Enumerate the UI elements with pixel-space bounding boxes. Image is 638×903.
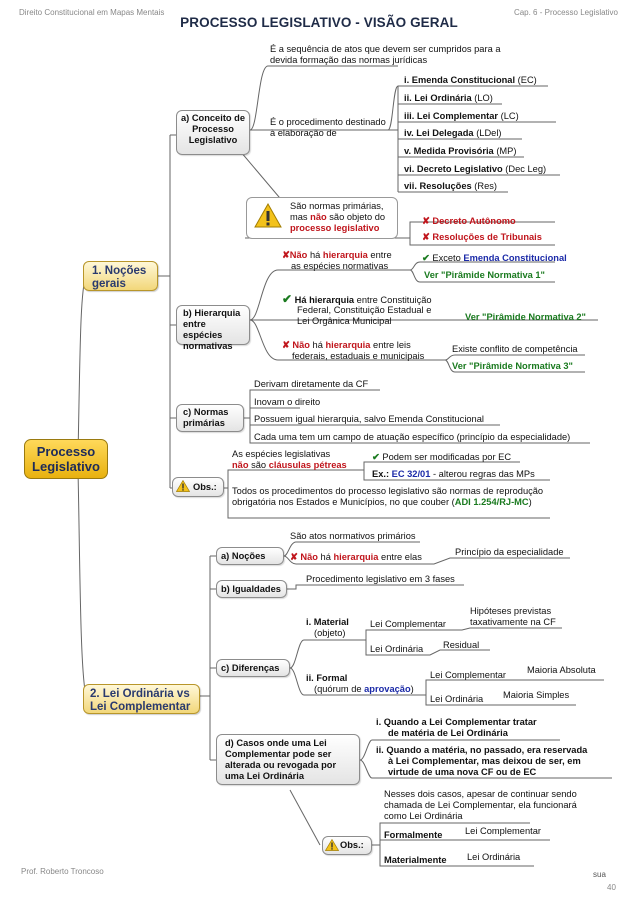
concept-definition-1: É a sequência de atos que devem ser cump… <box>270 44 501 65</box>
case-2b: à Lei Complementar, mas deixou de ser, e… <box>388 756 581 766</box>
cross-icon: ✘ <box>422 232 430 242</box>
formally-label: Formalmente <box>384 830 443 840</box>
page-title: PROCESSO LEGISLATIVO - VISÃO GERAL <box>180 15 458 30</box>
s2-notion-1: São atos normativos primários <box>290 531 416 541</box>
obs-species-2: não são cláusulas pétreas <box>232 460 347 470</box>
section-1-node: 1. Noções gerais <box>83 261 158 291</box>
formal-simple: Maioria Simples <box>503 690 570 700</box>
no-hierarchy-2b: federais, estaduais e municipais <box>292 351 425 361</box>
obs-reproduction-1: Todos os procedimentos do processo legis… <box>232 486 544 496</box>
obs-example: Ex.: EC 32/01 - alterou regras das MPs <box>372 469 535 479</box>
s2-notion-2: ✘ Não há hierarquia entre elas <box>290 552 422 562</box>
species-item-2: ii. Lei Ordinária (LO) <box>404 93 493 103</box>
s2-notions-node: a) Noções <box>216 547 284 565</box>
footer-author: Prof. Roberto Troncoso <box>21 867 104 876</box>
warning-icon <box>254 203 282 228</box>
formal-label: ii. Formal <box>306 673 348 683</box>
formal-absolute: Maioria Absoluta <box>527 665 596 675</box>
competence-conflict: Existe conflito de competência <box>452 344 578 354</box>
species-item-4: iv. Lei Delegada (LDel) <box>404 128 502 138</box>
formal-sub: (quórum de aprovação) <box>314 684 414 694</box>
pyramid-link-2[interactable]: Ver "Pirâmide Normativa 2" <box>465 312 586 322</box>
no-hierarchy-2: ✘ Não há hierarquia entre leis <box>282 340 411 350</box>
root-node: Processo Legislativo <box>24 439 108 479</box>
s2-notion-3: Princípio da especialidade <box>455 547 564 557</box>
s2-equality-1: Procedimento legislativo em 3 fases <box>306 574 455 584</box>
warning-text-3: processo legislativo <box>290 223 380 233</box>
species-item-6: vi. Decreto Legislativo (Dec Leg) <box>404 164 547 174</box>
footer-sua: sua <box>593 870 606 879</box>
no-hierarchy-1b: as espécies normativas <box>291 261 389 271</box>
species-item-5: v. Medida Provisória (MP) <box>404 146 517 156</box>
species-item-1: i. Emenda Constitucional (EC) <box>404 75 537 85</box>
s2-cases-node: d) Casos onde uma Lei Complementar pode … <box>216 734 360 785</box>
material-label: i. Material <box>306 617 349 627</box>
obs2-text-2: chamada de Lei Complementar, ela funcion… <box>384 800 577 810</box>
materially-label: Materialmente <box>384 855 447 865</box>
s2-equalities-node: b) Igualdades <box>216 580 287 598</box>
concept-node: a) Conceito de Processo Legislativo <box>176 110 250 155</box>
warning-text-1: São normas primárias, <box>290 201 384 211</box>
has-hierarchy-2: Federal, Constituição Estadual e <box>297 305 432 315</box>
header-left: Direito Constitucional em Mapas Mentais <box>19 8 165 17</box>
cross-icon: ✘ <box>282 340 290 350</box>
case-2a: ii. Quando a matéria, no passado, era re… <box>376 745 588 755</box>
has-hierarchy-3: Lei Orgânica Municipal <box>297 316 392 326</box>
section-2-node: 2. Lei Ordinária vs Lei Complementar <box>83 684 200 714</box>
case-1a: i. Quando a Lei Complementar tratar <box>376 717 537 727</box>
warning-text-2: mas não são objeto do <box>290 212 386 222</box>
check-icon: ✔ <box>372 452 380 462</box>
primary-norm-3: Possuem igual hierarquia, salvo Emenda C… <box>254 414 484 424</box>
hierarchy-node: b) Hierarquia entre espécies normativas <box>176 305 250 351</box>
check-icon: ✔ <box>422 253 430 263</box>
pyramid-link-3[interactable]: Ver "Pirâmide Normativa 3" <box>452 361 573 371</box>
material-residual: Residual <box>443 640 480 650</box>
obs2-text-1: Nesses dois casos, apesar de continuar s… <box>384 789 577 799</box>
check-icon: ✔ <box>282 292 293 306</box>
obs-species-1: As espécies legislativas <box>232 449 331 459</box>
species-item-3: iii. Lei Complementar (LC) <box>404 111 519 121</box>
page-number: 40 <box>607 883 616 892</box>
pyramid-link-1[interactable]: Ver "Pirâmide Normativa 1" <box>424 270 545 280</box>
cross-icon: ✘ <box>282 250 290 260</box>
obs2-text-3: como Lei Ordinária <box>384 811 463 821</box>
primary-norm-4: Cada uma tem um campo de atuação específ… <box>254 432 571 442</box>
obs-node-1: Obs.: <box>172 477 224 497</box>
exclusion-resolucoes: ✘ Resoluções de Tribunais <box>422 232 542 242</box>
material-lc: Lei Complementar <box>370 619 446 629</box>
case-2c: virtude de uma nova CF ou de EC <box>388 767 537 777</box>
materially-lo: Lei Ordinária <box>467 852 521 862</box>
exclusion-decreto: ✘ Decreto Autônomo <box>422 216 516 226</box>
cross-icon: ✘ <box>422 216 430 226</box>
primary-norm-1: Derivam diretamente da CF <box>254 379 369 389</box>
has-hierarchy: ✔ Há hierarquia entre Constituição <box>282 292 432 306</box>
warning-icon <box>325 839 339 851</box>
concept-definition-2: É o procedimento destinado à elaboração … <box>270 117 386 138</box>
material-hypotheses: Hipóteses previstas taxativamente na CF <box>470 606 556 627</box>
cross-icon: ✘ <box>290 552 298 562</box>
obs-modifiable: ✔ Podem ser modificadas por EC <box>372 452 512 462</box>
formal-lc: Lei Complementar <box>430 670 506 680</box>
primary-norms-node: c) Normas primárias <box>176 404 244 432</box>
obs-reproduction-2: obrigatória nos Estados e Municípios, no… <box>232 497 532 507</box>
material-sub: (objeto) <box>314 628 346 638</box>
header-right: Cap. 6 - Processo Legislativo <box>513 8 618 17</box>
species-item-7: vii. Resoluções (Res) <box>404 181 498 191</box>
formally-lc: Lei Complementar <box>465 826 541 836</box>
primary-norm-2: Inovam o direito <box>254 397 321 407</box>
formal-lo: Lei Ordinária <box>430 694 484 704</box>
exception-ec: ✔ Exceto Emenda Constitucional <box>422 253 567 263</box>
s2-differences-node: c) Diferenças <box>216 659 290 677</box>
case-1b: de matéria de Lei Ordinária <box>388 728 508 738</box>
material-lo: Lei Ordinária <box>370 644 424 654</box>
warning-icon <box>176 480 190 492</box>
no-hierarchy-1: ✘Não há hierarquia entre <box>282 250 392 260</box>
